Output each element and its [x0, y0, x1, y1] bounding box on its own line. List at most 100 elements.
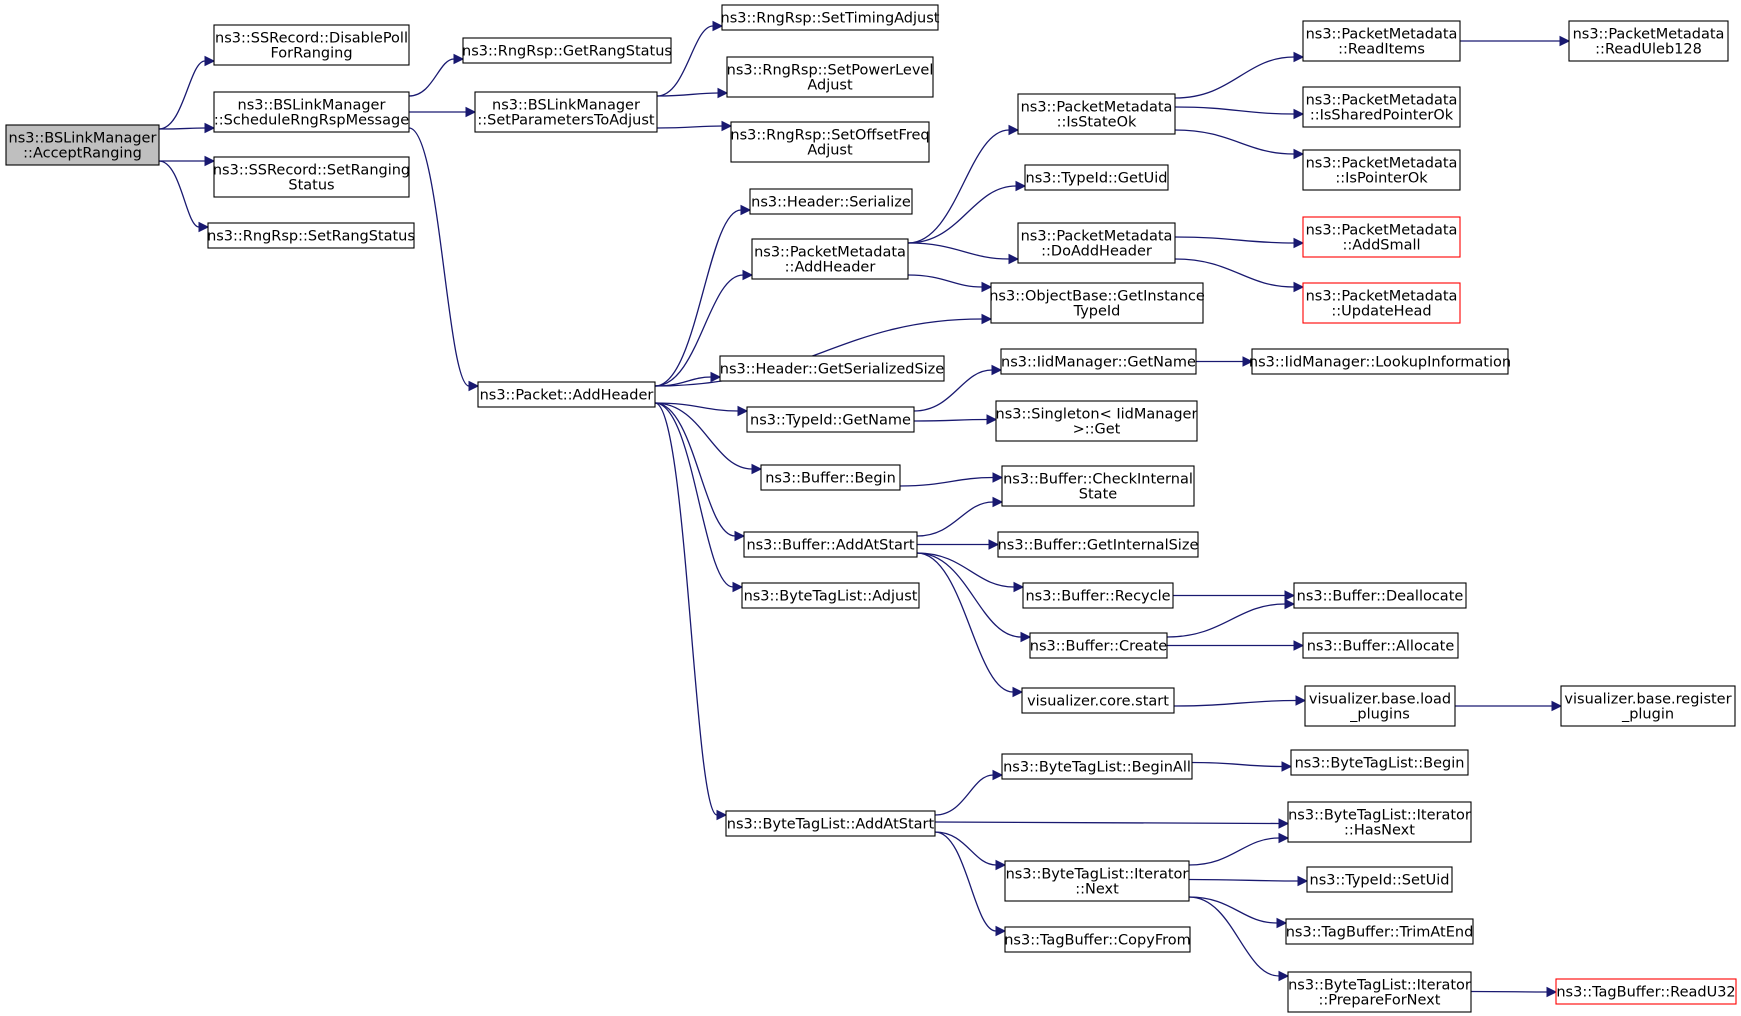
node-box[interactable] — [751, 238, 909, 280]
node-box[interactable] — [1306, 866, 1453, 893]
node-typeIdGetName[interactable]: ns3::TypeId::GetName — [746, 406, 915, 433]
node-box[interactable] — [1017, 222, 1176, 264]
node-allocate[interactable]: ns3::Buffer::Allocate — [1302, 632, 1459, 659]
node-box[interactable] — [1568, 20, 1729, 62]
node-box[interactable] — [1560, 685, 1736, 727]
node-copyFrom[interactable]: ns3::TagBuffer::CopyFrom — [1004, 926, 1191, 953]
node-setParams[interactable]: ns3::BSLinkManager::SetParametersToAdjus… — [474, 91, 658, 133]
node-addSmall[interactable]: ns3::PacketMetadata::AddSmall — [1302, 216, 1461, 258]
node-box[interactable] — [1293, 582, 1467, 609]
node-box[interactable] — [1251, 348, 1509, 375]
node-box[interactable] — [213, 24, 410, 66]
node-box[interactable] — [1021, 687, 1175, 714]
node-loadPlugins[interactable]: visualizer.base.load_plugins — [1304, 685, 1456, 727]
node-box[interactable] — [207, 222, 415, 249]
node-box[interactable] — [730, 121, 930, 163]
node-box[interactable] — [1004, 926, 1191, 953]
node-box[interactable] — [1302, 149, 1461, 191]
node-box[interactable] — [1304, 685, 1456, 727]
node-pmAddHeader[interactable]: ns3::PacketMetadata::AddHeader — [751, 238, 909, 280]
node-singletonGet[interactable]: ns3::Singleton< IidManager>::Get — [995, 400, 1198, 442]
node-prepareForNext[interactable]: ns3::ByteTagList::Iterator::PrepareForNe… — [1287, 971, 1472, 1013]
node-packetAddHeader[interactable]: ns3::Packet::AddHeader — [477, 381, 656, 408]
node-box[interactable] — [1001, 465, 1195, 507]
node-box[interactable] — [462, 37, 672, 64]
node-box[interactable] — [1287, 801, 1472, 843]
node-bufferBegin[interactable]: ns3::Buffer::Begin — [760, 464, 901, 491]
node-box[interactable] — [726, 56, 934, 98]
node-trimAtEnd[interactable]: ns3::TagBuffer::TrimAtEnd — [1285, 918, 1474, 945]
node-getUid[interactable]: ns3::TypeId::GetUid — [1024, 164, 1169, 191]
node-getInternalSize[interactable]: ns3::Buffer::GetInternalSize — [997, 531, 1199, 558]
node-scheduleRng[interactable]: ns3::BSLinkManager::ScheduleRngRspMessag… — [213, 91, 410, 133]
node-readU32[interactable]: ns3::TagBuffer::ReadU32 — [1555, 978, 1737, 1005]
node-box[interactable] — [995, 400, 1198, 442]
node-box[interactable] — [997, 531, 1199, 558]
node-box[interactable] — [1302, 86, 1461, 128]
node-box[interactable] — [760, 464, 901, 491]
node-box[interactable] — [1001, 753, 1193, 780]
node-root[interactable]: ns3::BSLinkManager::AcceptRanging — [5, 124, 160, 166]
node-doAddHeader[interactable]: ns3::PacketMetadata::DoAddHeader — [1017, 222, 1176, 264]
node-setRangStatus[interactable]: ns3::RngRsp::SetRangStatus — [207, 222, 415, 249]
node-bufferCreate[interactable]: ns3::Buffer::Create — [1029, 632, 1168, 659]
node-byteTagListAdjust[interactable]: ns3::ByteTagList::Adjust — [741, 582, 920, 609]
node-getRangStatus[interactable]: ns3::RngRsp::GetRangStatus — [462, 37, 672, 64]
node-setUid[interactable]: ns3::TypeId::SetUid — [1306, 866, 1453, 893]
node-deallocate[interactable]: ns3::Buffer::Deallocate — [1293, 582, 1467, 609]
node-updateHead[interactable]: ns3::PacketMetadata::UpdateHead — [1302, 282, 1461, 324]
node-setTiming[interactable]: ns3::RngRsp::SetTimingAdjust — [721, 4, 940, 31]
node-isStateOk[interactable]: ns3::PacketMetadata::IsStateOk — [1017, 93, 1176, 135]
node-box[interactable] — [1022, 582, 1174, 609]
node-bufferRecycle[interactable]: ns3::Buffer::Recycle — [1022, 582, 1174, 609]
node-box[interactable] — [1287, 971, 1472, 1013]
node-beginAll[interactable]: ns3::ByteTagList::BeginAll — [1001, 753, 1193, 780]
node-box[interactable] — [1290, 749, 1469, 776]
node-box[interactable] — [213, 91, 410, 133]
node-box[interactable] — [1302, 632, 1459, 659]
node-box[interactable] — [1285, 918, 1474, 945]
node-bufferAddAtStart[interactable]: ns3::Buffer::AddAtStart — [743, 531, 918, 558]
node-headerSerialize[interactable]: ns3::Header::Serialize — [749, 188, 913, 215]
node-box[interactable] — [1000, 348, 1197, 375]
node-readUleb128[interactable]: ns3::PacketMetadata::ReadUleb128 — [1568, 20, 1729, 62]
node-box[interactable] — [743, 531, 918, 558]
node-box[interactable] — [721, 4, 939, 31]
node-hasNext[interactable]: ns3::ByteTagList::Iterator::HasNext — [1287, 801, 1472, 843]
node-box[interactable] — [1302, 20, 1461, 62]
node-box[interactable] — [1017, 93, 1176, 135]
node-box[interactable] — [1029, 632, 1168, 659]
node-box[interactable] — [990, 282, 1204, 324]
node-box[interactable] — [474, 91, 658, 133]
node-isPointerOk[interactable]: ns3::PacketMetadata::IsPointerOk — [1302, 149, 1461, 191]
node-isSharedPointerOk[interactable]: ns3::PacketMetadata::IsSharedPointerOk — [1302, 86, 1461, 128]
node-lookupInformation[interactable]: ns3::IidManager::LookupInformation — [1249, 348, 1511, 375]
node-box[interactable] — [1302, 216, 1461, 258]
node-visCoreStart[interactable]: visualizer.core.start — [1021, 687, 1175, 714]
node-box[interactable] — [725, 810, 936, 837]
node-getSerializedSize[interactable]: ns3::Header::GetSerializedSize — [719, 355, 945, 382]
node-box[interactable] — [1302, 282, 1461, 324]
node-box[interactable] — [749, 188, 913, 215]
node-registerPlugin[interactable]: visualizer.base.register_plugin — [1560, 685, 1736, 727]
node-box[interactable] — [5, 124, 160, 166]
node-box[interactable] — [1555, 978, 1737, 1005]
node-box[interactable] — [213, 156, 410, 198]
node-box[interactable] — [746, 406, 915, 433]
node-iterNext[interactable]: ns3::ByteTagList::Iterator::Next — [1004, 860, 1190, 902]
node-box[interactable] — [477, 381, 656, 408]
node-btlBegin[interactable]: ns3::ByteTagList::Begin — [1290, 749, 1469, 776]
node-box[interactable] — [1004, 860, 1190, 902]
node-box[interactable] — [719, 355, 945, 382]
node-box[interactable] — [1024, 164, 1169, 191]
node-readItems[interactable]: ns3::PacketMetadata::ReadItems — [1302, 20, 1461, 62]
node-byteTagListAddAtStart[interactable]: ns3::ByteTagList::AddAtStart — [725, 810, 936, 837]
node-box[interactable] — [741, 582, 920, 609]
node-iidGetName[interactable]: ns3::IidManager::GetName — [1000, 348, 1197, 375]
